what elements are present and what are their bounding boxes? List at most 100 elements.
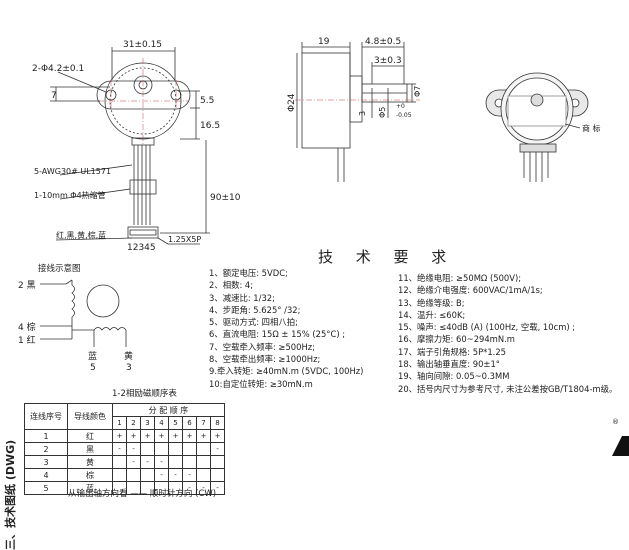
- spec-item: 9.牵入转矩: ≥40mN.m (5VDC, 100Hz): [209, 366, 364, 377]
- th-order: 分 配 顺 序: [112, 403, 225, 417]
- wire-5-color: 蓝: [88, 350, 97, 362]
- row-cell: -: [112, 442, 127, 456]
- wire-3: 3: [126, 363, 132, 373]
- sidebar-title: 三、技术图纸 (DWG): [4, 439, 17, 550]
- spec-item: 19、轴向间隙: 0.05~0.3MM: [398, 371, 510, 382]
- wire-3-color: 黄: [124, 350, 133, 362]
- spec-right-list: 11、绝缘电阻: ≥50MΩ (500V); 12、绝缘介电强度: 600VAC/…: [398, 272, 617, 395]
- row-cell: [196, 455, 211, 469]
- row-cell: -: [210, 442, 225, 456]
- spec-item: 5、驱动方式: 四相八拍;: [209, 317, 299, 328]
- spec-item: 1、额定电压: 5VDC;: [209, 268, 288, 278]
- row-seq: 5: [24, 481, 68, 495]
- row-cell: [182, 455, 197, 469]
- row-cell: [112, 468, 127, 482]
- row-color: 红: [67, 429, 113, 443]
- dim-16-5: 16.5: [200, 121, 220, 131]
- row-cell: [112, 455, 127, 469]
- dim-5-5: 5.5: [200, 96, 214, 106]
- spec-item: 8、空载牵出频率: ≥1000Hz;: [209, 354, 321, 365]
- dim-3: 3±0.3: [374, 56, 402, 66]
- th-step: 5: [168, 416, 183, 430]
- dim-dia-24: Φ24: [287, 93, 297, 112]
- dim-19: 19: [318, 37, 330, 47]
- row-cell: [154, 442, 169, 456]
- row-cell: [210, 468, 225, 482]
- row-cell: +: [168, 429, 183, 443]
- logo-fragment: [612, 436, 629, 456]
- th-step: 7: [196, 416, 211, 430]
- colors-label: 红,黑,黄,棕,蓝: [56, 230, 106, 240]
- spec-item: 17、端子引角规格: 5P*1.25: [398, 346, 506, 357]
- spec-item: 13、绝缘等级: B;: [398, 297, 465, 308]
- spec-item: 7、空载牵入频率: ≥500Hz;: [209, 341, 315, 352]
- th-step: 4: [154, 416, 169, 430]
- row-cell: +: [154, 429, 169, 443]
- row-cell: +: [112, 429, 127, 443]
- spec-item: 14、温升: ≤60K;: [398, 309, 466, 320]
- row-cell: -: [154, 468, 169, 482]
- row-cell: [210, 455, 225, 469]
- wire-5: 5: [90, 363, 96, 373]
- sleeve-spec: 1-10mm Φ4热缩管: [34, 190, 106, 200]
- row-seq: 1: [24, 429, 68, 443]
- wire-4: 4 棕: [18, 321, 36, 333]
- row-cell: [140, 468, 155, 482]
- row-color: 黑: [67, 442, 113, 456]
- row-cell: -: [182, 468, 197, 482]
- th-step: 2: [126, 416, 141, 430]
- row-cell: +: [182, 429, 197, 443]
- spec-title: 技 术 要 求: [318, 248, 456, 266]
- spec-left-list: 1、额定电压: 5VDC;2、相数: 4;3、减速比: 1/32;4、步距角: …: [209, 267, 363, 390]
- spec-item: 11、绝缘电阻: ≥50MΩ (500V);: [398, 273, 522, 283]
- spec-item: 20、括号内尺寸为参考尺寸, 未注公差按GB/T1804-m级。: [398, 383, 618, 394]
- row-cell: [196, 468, 211, 482]
- spec-item: 15、噪声: ≤40dB (A) (100Hz, 空载, 10cm) ;: [398, 322, 576, 333]
- th-seq: 连线序号: [24, 403, 68, 430]
- dim-4-8: 4.8±0.5: [365, 37, 401, 47]
- row-cell: +: [210, 429, 225, 443]
- row-cell: +: [126, 429, 141, 443]
- side-view: [295, 42, 420, 182]
- row-seq: 3: [24, 455, 68, 469]
- row-cell: [182, 442, 197, 456]
- pin-numbers: 12345: [127, 243, 156, 253]
- dim-hole: 2-Φ4.2±0.1: [32, 64, 84, 74]
- row-cell: [168, 442, 183, 456]
- iso-view: [485, 72, 589, 182]
- dim-90: 90±10: [210, 193, 241, 203]
- row-cell: [196, 442, 211, 456]
- row-cell: -: [168, 468, 183, 482]
- row-cell: [140, 442, 155, 456]
- dim-dia-5: Φ5: [378, 107, 387, 118]
- row-seq: 2: [24, 442, 68, 456]
- wire-spec: 5-AWG30# UL1571: [34, 167, 111, 176]
- row-cell: -: [210, 481, 225, 495]
- spec-item: 2、相数: 4;: [209, 280, 254, 291]
- dim-3-flat: 3: [358, 111, 367, 116]
- th-step: 3: [140, 416, 155, 430]
- th-step: 1: [112, 416, 127, 430]
- row-color: 棕: [67, 468, 113, 482]
- dim-dia-7: Φ7: [413, 86, 422, 97]
- row-cell: [168, 455, 183, 469]
- th-color: 导线颜色: [67, 403, 113, 430]
- front-view: [50, 47, 210, 245]
- tol-dn: -0.05: [396, 112, 412, 119]
- wiring-diagram: [40, 279, 127, 347]
- row-seq: 4: [24, 468, 68, 482]
- spec-item: 3、减速比: 1/32;: [209, 292, 275, 303]
- spec-item: 18、输出轴垂直度: 90±1°: [398, 359, 500, 370]
- dim-31: 31±0.15: [123, 40, 162, 50]
- row-cell: [126, 468, 141, 482]
- tol-up: +0: [396, 103, 405, 110]
- spec-item: 12、绝缘介电强度: 600VAC/1mA/1s;: [398, 285, 543, 296]
- trademark-label: 商 标: [582, 123, 601, 133]
